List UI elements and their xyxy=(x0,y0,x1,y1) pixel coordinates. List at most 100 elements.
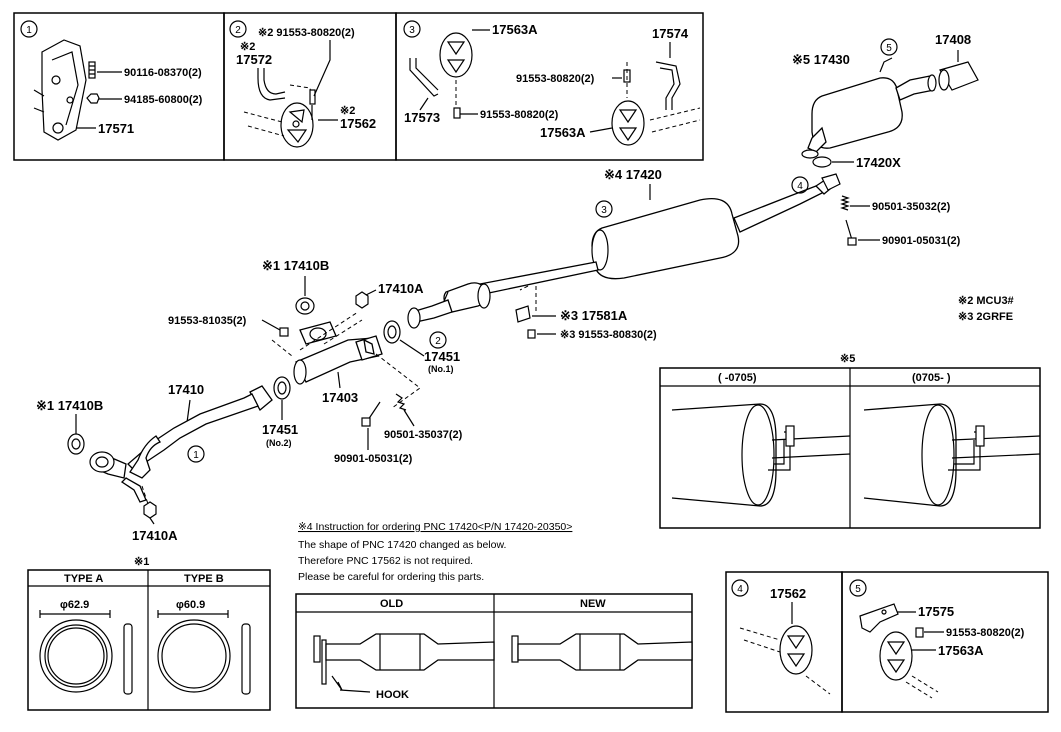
part-17563A-top: 17563A xyxy=(492,22,538,37)
new-header: NEW xyxy=(580,598,606,610)
part-91553-80820-box3-b: 91553-80820(2) xyxy=(480,109,559,121)
center-pipe-drawing xyxy=(407,261,599,329)
gasket-17410B-left-icon xyxy=(67,433,85,455)
part-91553-81035: 91553-81035(2) xyxy=(168,315,247,327)
part-17575: 17575 xyxy=(918,604,954,619)
part-90901-05031-a: 90901-05031(2) xyxy=(882,235,961,247)
gasket-17451-no1-icon xyxy=(383,320,401,344)
gasket-types-table: ※1 TYPE A TYPE B φ62.9 φ60.9 xyxy=(27,556,271,711)
part-17403: 17403 xyxy=(322,390,358,405)
part-90501-35037: 90501-35037(2) xyxy=(384,429,463,441)
bolt-icon xyxy=(361,401,381,427)
instruction-title: ※4 Instruction for ordering PNC 17420<P/… xyxy=(298,521,572,533)
bolt-icon xyxy=(845,219,857,246)
bolt-icon xyxy=(279,327,289,337)
hanger-17562-drawing xyxy=(280,102,314,148)
gasket-17420X-icon xyxy=(812,156,832,168)
nut-icon xyxy=(143,501,157,519)
detail-box-3: 3 17563A 17573 91553-80820(2) 91553-8082… xyxy=(395,12,704,161)
part-90901-05031-b: 90901-05031(2) xyxy=(334,453,413,465)
part-91553-80820-box2: ※2 91553-80820(2) xyxy=(258,27,355,39)
part-17451-no1-sub: (No.1) xyxy=(428,364,454,374)
part-17410B-left: ※1 17410B xyxy=(36,398,103,413)
part-17420: ※4 17420 xyxy=(604,167,662,182)
part-17430: ※5 17430 xyxy=(792,52,850,67)
part-17410B-top: ※1 17410B xyxy=(262,258,329,273)
part-90501-35032: 90501-35032(2) xyxy=(872,201,951,213)
nut-icon xyxy=(86,93,100,104)
part-17562: 17562 xyxy=(340,116,376,131)
callout-2-main: 2 xyxy=(435,336,441,347)
part-17451-no1: 17451 xyxy=(424,349,460,364)
flange-icon xyxy=(801,149,819,159)
part-17563A-box5: 17563A xyxy=(938,643,984,658)
variant-col2-header: (0705- ) xyxy=(912,372,951,384)
old-header: OLD xyxy=(380,598,403,610)
bolt-icon xyxy=(453,107,461,119)
bracket-17575-drawing xyxy=(859,603,899,633)
variant-col1-header: ( -0705) xyxy=(718,372,757,384)
flange-icon xyxy=(821,173,841,191)
part-17572: 17572 xyxy=(236,52,272,67)
callout-5-top: 5 xyxy=(886,43,892,54)
hanger-rubber-icon xyxy=(515,305,531,323)
detail-box-2: 2 ※2 17572 ※2 91553-80820(2) ※2 17562 xyxy=(223,12,397,161)
callout-1-main: 1 xyxy=(193,450,199,461)
callout-1: 1 xyxy=(26,25,32,36)
part-17451-no2-sub: (No.2) xyxy=(266,438,292,448)
hanger-17563A-top-drawing xyxy=(439,32,473,78)
callout-5-box: 5 xyxy=(855,584,861,595)
callout-3: 3 xyxy=(409,25,415,36)
nut-icon xyxy=(355,291,369,309)
tail-tip-drawing xyxy=(938,61,979,91)
detail-box-5-variants: ※5 ( -0705) (0705- ) xyxy=(659,353,1041,529)
callout-3-main: 3 xyxy=(601,205,607,216)
bracket-17571-drawing xyxy=(33,39,87,141)
part-17410A-bottom: 17410A xyxy=(132,528,178,543)
old-pipe-drawing xyxy=(313,633,495,693)
part-17574: 17574 xyxy=(652,26,689,41)
hanger-17563A-box5-drawing xyxy=(879,631,913,681)
instruction-line1: The shape of PNC 17420 changed as below. xyxy=(298,539,506,551)
part-17571: 17571 xyxy=(98,121,134,136)
type-b-dimension: φ60.9 xyxy=(176,599,205,611)
tail-pipe-assembly: ※5 17430 5 17408 17420X xyxy=(792,32,979,170)
callout-4: 4 xyxy=(797,181,803,192)
part-17581A: ※3 17581A xyxy=(560,308,628,323)
type-b-header: TYPE B xyxy=(184,573,224,585)
bolt-icon xyxy=(88,61,96,79)
muffler-17420-drawing xyxy=(591,177,838,280)
instruction-line3: Please be careful for ordering this part… xyxy=(298,571,484,583)
bolt-icon xyxy=(527,329,536,339)
note-2grfe: ※3 2GRFE xyxy=(958,311,1013,323)
type-a-dimension: φ62.9 xyxy=(60,599,89,611)
bolt-icon xyxy=(915,627,924,638)
part-17408: 17408 xyxy=(935,32,971,47)
part-91553-80820-box5: 91553-80820(2) xyxy=(946,627,1025,639)
spring-icon xyxy=(395,393,407,411)
part-94185-60800: 94185-60800(2) xyxy=(124,94,203,106)
part-91553-80830: ※3 91553-80830(2) xyxy=(560,329,657,341)
mark-2b: ※2 xyxy=(340,105,355,117)
hanger-17563A-bottom-drawing xyxy=(611,100,645,146)
type-a-header: TYPE A xyxy=(64,573,103,585)
hanger-17562-box4-drawing xyxy=(779,625,813,675)
part-90116-08370: 90116-08370(2) xyxy=(124,67,202,79)
callout-2: 2 xyxy=(235,25,241,36)
part-17410A-top: 17410A xyxy=(378,281,424,296)
detail-box-1: 1 90116-08370(2) 94185-60800(2) 17571 xyxy=(13,12,225,161)
mark-2a: ※2 xyxy=(240,41,255,53)
variant-2-drawing xyxy=(863,403,1041,507)
exhaust-pipe-17410-drawing xyxy=(89,385,273,503)
types-mark: ※1 xyxy=(134,556,149,568)
part-17420X: 17420X xyxy=(856,155,901,170)
instruction-line2: Therefore PNC 17562 is not required. xyxy=(298,555,473,567)
part-17410: 17410 xyxy=(168,382,204,397)
note-mcu3: ※2 MCU3# xyxy=(958,295,1014,307)
variant-1-drawing xyxy=(671,403,851,507)
part-17562-box4: 17562 xyxy=(770,586,806,601)
new-pipe-drawing xyxy=(511,633,693,671)
part-17573: 17573 xyxy=(404,110,440,125)
gasket-17410B-icon xyxy=(295,297,315,315)
